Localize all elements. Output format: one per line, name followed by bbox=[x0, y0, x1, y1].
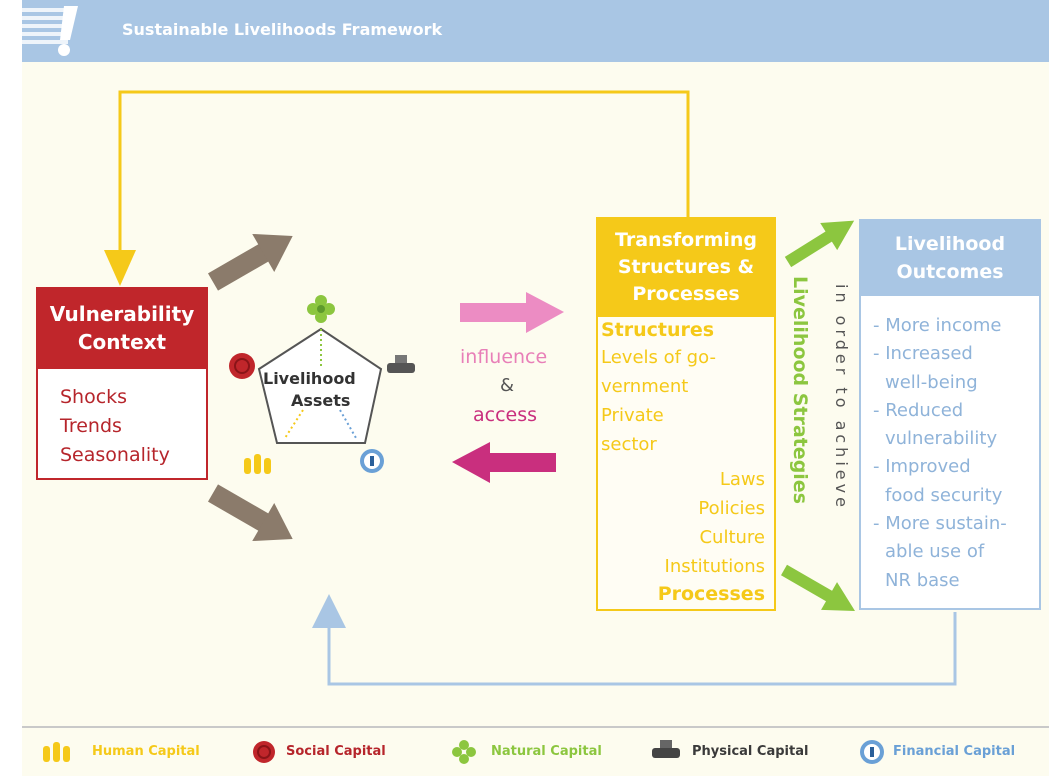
outcome-item: food security bbox=[885, 484, 1003, 506]
assets-label-line1: Livelihood bbox=[263, 369, 356, 388]
physical-capital-icon bbox=[387, 355, 415, 373]
structures-item: Levels of go- bbox=[601, 347, 716, 368]
outcome-item: well-being bbox=[885, 371, 978, 393]
feedback-line-bottom bbox=[327, 612, 957, 686]
outcome-item: - More sustain- bbox=[873, 513, 1007, 535]
influence-label: influence bbox=[460, 346, 548, 368]
legend-financial-label: Financial Capital bbox=[893, 744, 1016, 759]
social-capital-icon bbox=[229, 353, 255, 379]
legend-separator bbox=[22, 726, 1049, 728]
process-item: Culture bbox=[699, 527, 765, 548]
feedback-arrowhead-up bbox=[312, 594, 346, 628]
assets-label-line2: Assets bbox=[291, 391, 351, 410]
structures-item: vernment bbox=[601, 376, 689, 397]
outcome-item: able use of bbox=[885, 541, 985, 563]
outcome-item: vulnerability bbox=[885, 428, 998, 450]
transforming-title: Transforming Structures & Processes bbox=[598, 219, 774, 317]
outcome-item: - More income bbox=[873, 315, 1002, 336]
feedback-arrowhead-down bbox=[104, 250, 136, 286]
strategies-arrow-down bbox=[781, 564, 856, 611]
process-item: Institutions bbox=[664, 556, 765, 577]
feedback-line-top bbox=[118, 90, 690, 262]
legend-social-icon bbox=[253, 741, 275, 763]
outcome-item: NR base bbox=[885, 569, 960, 591]
processes-label: Processes bbox=[657, 583, 765, 605]
structures-item: sector bbox=[601, 434, 657, 455]
financial-capital-icon bbox=[360, 449, 384, 473]
legend-natural-label: Natural Capital bbox=[491, 744, 602, 759]
vulnerability-title: Vulnerability Context bbox=[38, 289, 206, 369]
vulnerability-context-box: Vulnerability Context Shocks Trends Seas… bbox=[36, 287, 208, 480]
access-label: access bbox=[473, 404, 538, 426]
outcomes-title: Livelihood Outcomes bbox=[861, 221, 1039, 296]
outcome-item: - Improved bbox=[873, 456, 971, 478]
legend-physical-icon bbox=[652, 740, 680, 758]
outcome-item: - Increased bbox=[873, 343, 973, 365]
livelihood-outcomes-box: Livelihood Outcomes - More income - Incr… bbox=[859, 219, 1041, 610]
legend-human-icon bbox=[43, 742, 70, 762]
in-order-to-achieve-label: in order to achieve bbox=[832, 284, 851, 511]
legend-social-label: Social Capital bbox=[286, 744, 386, 759]
legend-financial-icon bbox=[860, 740, 884, 764]
title-bar: Sustainable Livelihoods Framework bbox=[22, 0, 1049, 62]
vulnerability-items: Shocks Trends Seasonality bbox=[38, 369, 206, 470]
ampersand-label: & bbox=[500, 375, 515, 396]
natural-capital-icon bbox=[307, 295, 335, 323]
vulnerability-item-seasonality: Seasonality bbox=[60, 444, 170, 466]
access-arrow-left bbox=[452, 442, 556, 483]
outcome-item: - Reduced bbox=[873, 399, 964, 421]
process-item: Policies bbox=[698, 498, 765, 519]
livelihood-strategies-label: Livelihood Strategies bbox=[789, 276, 811, 504]
page-title: Sustainable Livelihoods Framework bbox=[122, 20, 443, 39]
outcomes-list: - More income - Increased well-being - R… bbox=[861, 296, 1039, 595]
vulnerability-item-trends: Trends bbox=[60, 415, 122, 437]
arrow-to-assets bbox=[208, 484, 293, 542]
arrow-to-transforming bbox=[208, 233, 293, 291]
legend-physical-label: Physical Capital bbox=[692, 744, 809, 759]
vulnerability-item-shocks: Shocks bbox=[60, 386, 128, 408]
assets-pentagon bbox=[257, 327, 383, 444]
structures-item: Private bbox=[601, 405, 664, 426]
structures-label: Structures bbox=[601, 319, 715, 341]
legend-human-label: Human Capital bbox=[92, 744, 200, 759]
human-capital-icon bbox=[244, 454, 271, 474]
influence-arrow-right bbox=[460, 292, 564, 333]
legend-natural-icon bbox=[452, 740, 476, 764]
exclamation-icon bbox=[22, 6, 78, 56]
transforming-structures-box: Transforming Structures & Processes bbox=[596, 217, 776, 611]
strategies-arrow-up bbox=[784, 220, 855, 268]
process-item: Laws bbox=[719, 469, 765, 490]
